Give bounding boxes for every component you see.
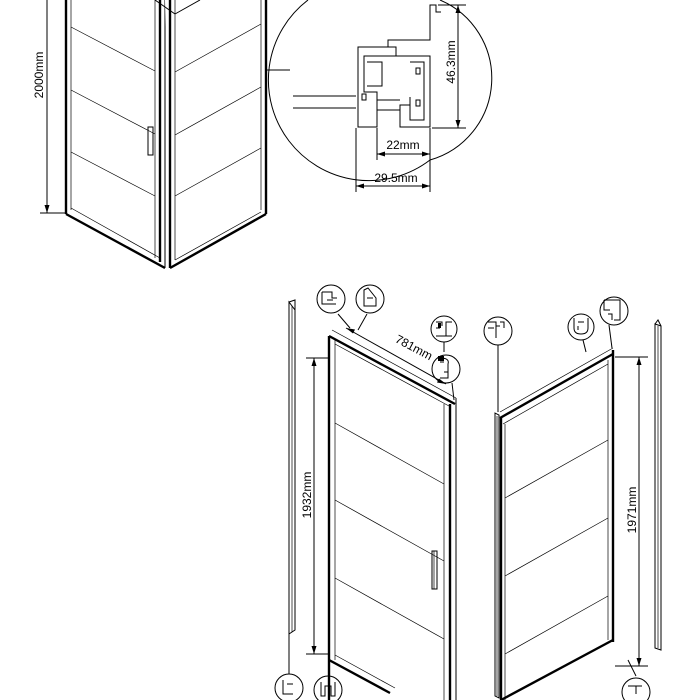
profile-height-label: 46.3mm [444, 40, 458, 83]
door-height-label: 1932mm [300, 472, 314, 519]
top-profile-icon [430, 315, 458, 352]
wall-profile-icon [483, 316, 513, 346]
exploded-view: 1932mm 781mm [274, 284, 662, 700]
profile-section-icon [316, 284, 351, 329]
door-panel [327, 329, 457, 700]
seal-profile-icon [431, 354, 461, 401]
bottom-corner-icon [621, 659, 651, 700]
profile-detail: 46.3mm 22mm 29.5mm [266, 0, 493, 192]
bottom-profile-icon [313, 660, 343, 700]
corner-profile-icon [567, 313, 595, 353]
bottom-seal-icon [274, 634, 304, 700]
assembled-enclosure: 2000mm [32, 0, 268, 270]
side-panel [499, 347, 615, 700]
right-wall-profile [654, 319, 662, 651]
overall-height-label: 2000mm [32, 52, 46, 99]
hinge-section-icon [355, 284, 385, 331]
side-panel-height-label: 1971mm [625, 487, 639, 534]
side-profile-icon [599, 296, 629, 349]
profile-outer-width-label: 29.5mm [374, 171, 417, 185]
left-wall-profile [288, 299, 296, 635]
center-profile [494, 345, 500, 699]
profile-inner-width-label: 22mm [386, 138, 419, 152]
